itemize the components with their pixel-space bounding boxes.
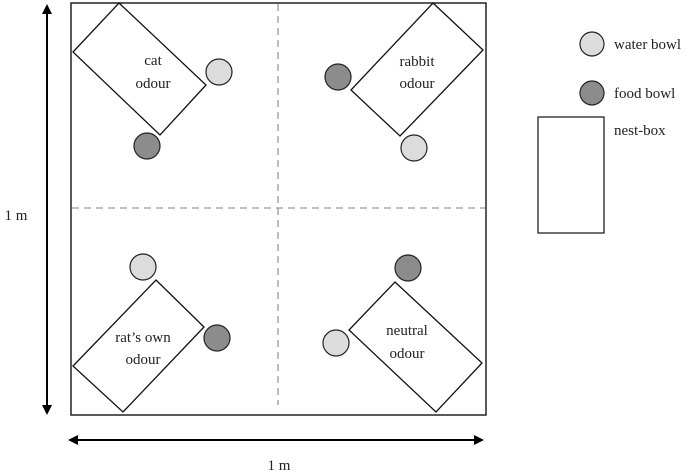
nest-box-cat-odour: [72, 2, 207, 136]
nest-box-rabbit-odour: [350, 2, 484, 137]
food-bowl: [394, 254, 422, 282]
food-bowl: [324, 63, 352, 91]
rabbit-odour-label-line1: rabbit: [400, 54, 436, 70]
water-bowl: [129, 253, 157, 281]
legend-water-bowl-icon: [579, 31, 605, 57]
rats-own-odour-label-line2: odour: [126, 352, 161, 368]
legend-food-bowl-label: food bowl: [614, 86, 675, 102]
nest-box-neutral-odour: [348, 281, 483, 413]
legend-nest-box-icon: [537, 116, 605, 234]
cat-odour-label-line1: cat: [144, 53, 162, 69]
width-label: 1 m: [268, 458, 291, 474]
legend-water-bowl-label: water bowl: [614, 37, 681, 53]
cat-odour-label-line2: odour: [136, 76, 171, 92]
legend-food-bowl-icon: [579, 80, 605, 106]
rabbit-odour-label-line2: odour: [400, 76, 435, 92]
legend-nest-box-label: nest-box: [614, 123, 666, 139]
rats-own-odour-label-line1: rat’s own: [115, 330, 171, 346]
neutral-odour-label-line1: neutral: [386, 323, 428, 339]
neutral-odour-label-line2: odour: [390, 346, 425, 362]
nest-box-rats-own-odour: [72, 279, 205, 413]
water-bowl: [322, 329, 350, 357]
water-bowl: [400, 134, 428, 162]
legend: water bowl food bowl nest-box: [537, 31, 681, 234]
food-bowl: [203, 324, 231, 352]
water-bowl: [205, 58, 233, 86]
height-label: 1 m: [5, 208, 28, 224]
food-bowl: [133, 132, 161, 160]
